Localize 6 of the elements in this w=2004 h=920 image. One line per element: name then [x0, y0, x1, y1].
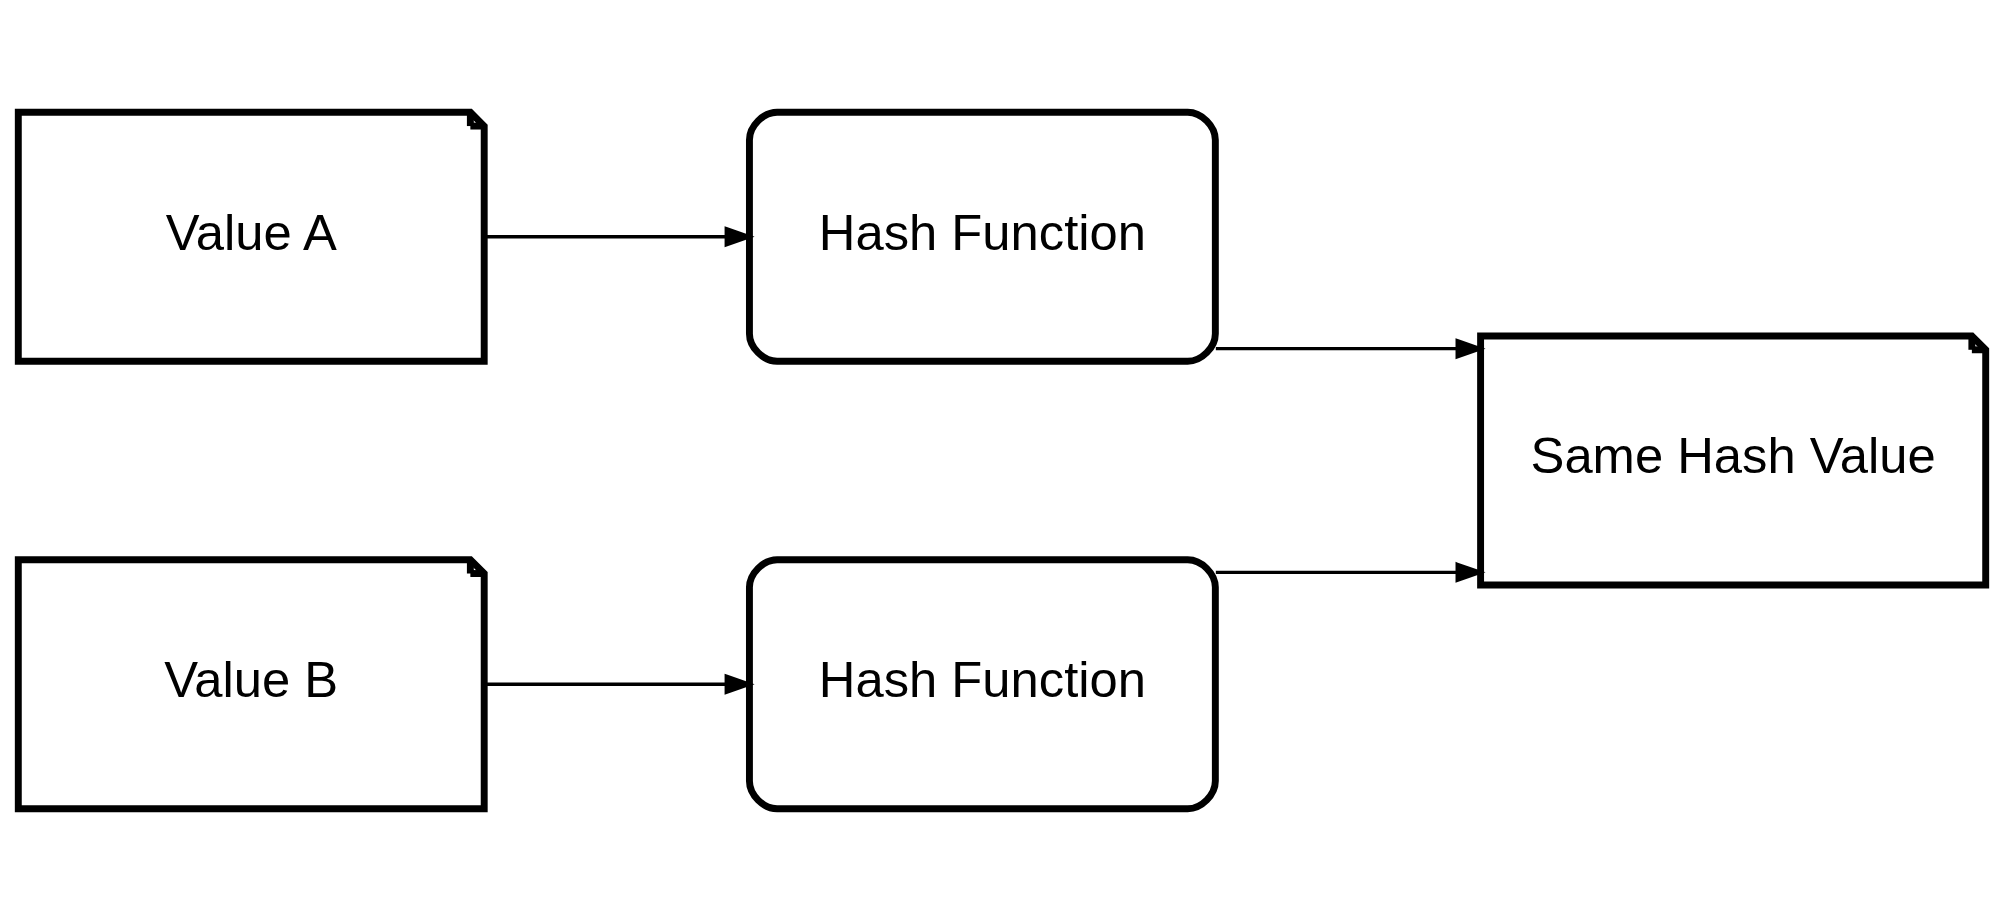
node-box: Hash Function: [746, 108, 1219, 365]
node-box: Hash Function: [746, 555, 1219, 812]
arrow: [484, 673, 755, 695]
arrow: [484, 225, 755, 247]
arrow: [1215, 337, 1486, 359]
arrow: [1215, 561, 1486, 583]
